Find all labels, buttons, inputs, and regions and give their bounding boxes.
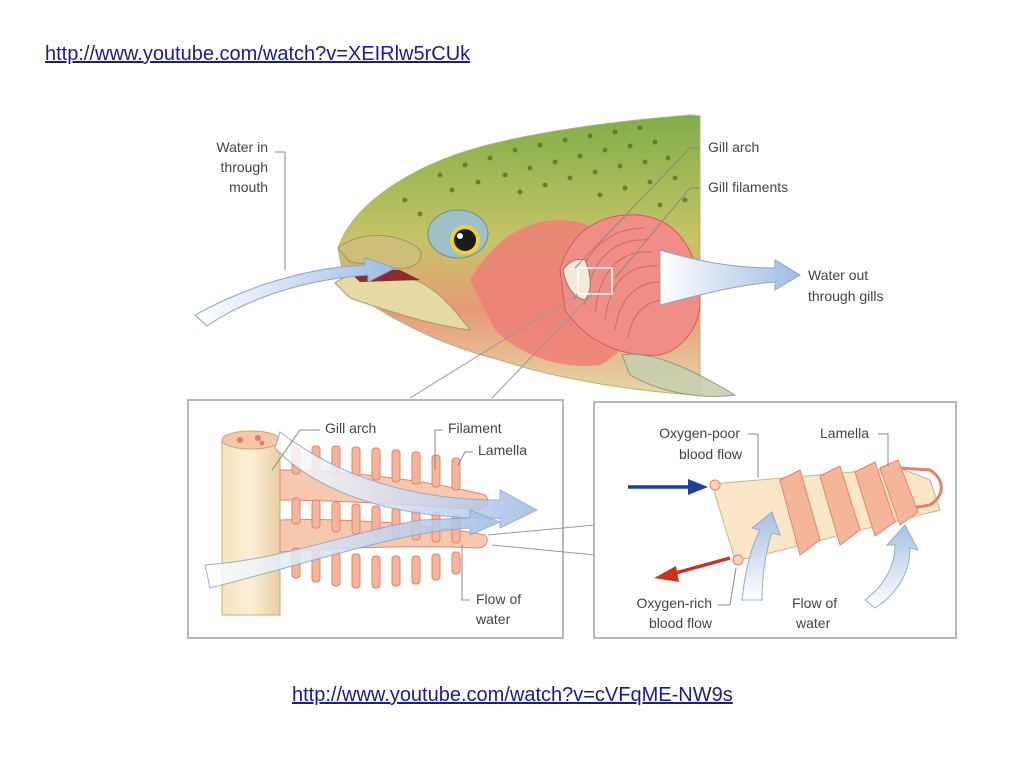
svg-text:through gills: through gills [808, 288, 884, 304]
svg-text:Oxygen-poor: Oxygen-poor [659, 425, 740, 441]
svg-text:water: water [795, 615, 831, 631]
label-detail-lamella: Lamella [478, 442, 527, 458]
svg-text:Oxygen-rich: Oxygen-rich [637, 595, 712, 611]
svg-text:Water out: Water out [808, 267, 868, 283]
label-gill-arch: Gill arch [708, 139, 759, 155]
gill-arch-cylinder [222, 431, 280, 615]
svg-text:Flow of: Flow of [476, 591, 521, 607]
leader-water-in [275, 152, 285, 270]
svg-text:through: through [221, 159, 268, 175]
label-detail-right-lamella: Lamella [820, 425, 869, 441]
svg-text:Water in: Water in [216, 139, 268, 155]
svg-text:water: water [475, 611, 511, 627]
label-water-in: Water in through mouth [216, 139, 268, 195]
label-gill-filaments: Gill filaments [708, 179, 788, 195]
svg-text:blood flow: blood flow [679, 446, 743, 462]
svg-text:mouth: mouth [229, 179, 268, 195]
svg-text:Flow of: Flow of [792, 595, 837, 611]
label-detail-filament: Filament [448, 420, 502, 436]
svg-text:blood flow: blood flow [649, 615, 713, 631]
label-water-out: Water out through gills [808, 267, 884, 304]
label-detail-gill-arch: Gill arch [325, 420, 376, 436]
water-out-arrow [660, 250, 800, 305]
